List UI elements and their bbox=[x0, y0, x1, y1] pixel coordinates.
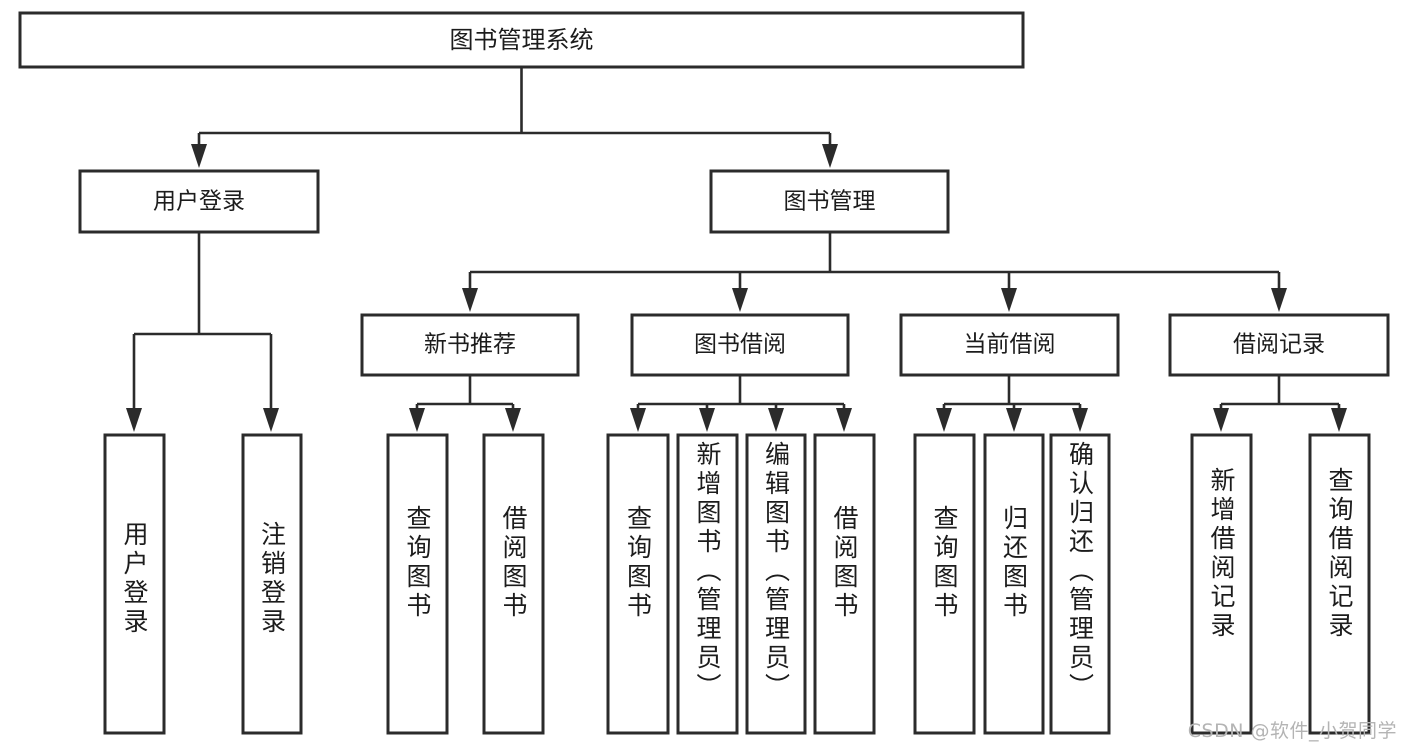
arrowhead-borrow-leaf-3 bbox=[768, 408, 784, 432]
leaf-box-query-record[interactable] bbox=[1308, 433, 1371, 735]
node-user-login-box bbox=[78, 169, 320, 234]
arrowhead-bookmgmt-to-current bbox=[1001, 288, 1017, 312]
edge-group-current-to-leaves bbox=[936, 375, 1088, 432]
node-root-box bbox=[18, 11, 1025, 69]
leaf-box-query-book-2[interactable] bbox=[606, 433, 670, 735]
leaf-box-add-record[interactable] bbox=[1190, 433, 1253, 735]
node-new-book-recommend-box bbox=[360, 313, 580, 377]
arrowhead-record-leaf-1 bbox=[1213, 408, 1229, 432]
leaf-box-query-book-1[interactable] bbox=[386, 433, 449, 735]
edge-group-root-to-level2 bbox=[191, 67, 838, 168]
node-book-management-box bbox=[709, 169, 950, 234]
arrowhead-root-to-book-mgmt bbox=[822, 144, 838, 168]
arrowhead-current-leaf-1 bbox=[936, 408, 952, 432]
arrowhead-borrow-leaf-4 bbox=[836, 408, 852, 432]
leaf-box-borrow-book-1[interactable] bbox=[482, 433, 545, 735]
arrowhead-newbook-leaf-1 bbox=[409, 408, 425, 432]
edge-group-bookmgmt-to-level3 bbox=[462, 232, 1287, 312]
node-user-login-label: 用户登录 bbox=[153, 189, 245, 215]
arrowhead-userlogin-leaf-2 bbox=[263, 408, 279, 432]
leaf-box-logout-login[interactable] bbox=[241, 433, 303, 735]
arrowhead-record-leaf-2 bbox=[1331, 408, 1347, 432]
node-book-borrow[interactable]: 图书借阅 bbox=[630, 313, 850, 377]
arrowhead-bookmgmt-to-newbook bbox=[462, 288, 478, 312]
node-book-borrow-box bbox=[630, 313, 850, 377]
edge-group-userlogin-to-leaves bbox=[126, 232, 279, 432]
node-root-label: 图书管理系统 bbox=[450, 26, 594, 54]
arrowhead-current-leaf-2 bbox=[1006, 408, 1022, 432]
node-borrow-record[interactable]: 借阅记录 bbox=[1168, 313, 1390, 377]
watermark: CSDN @软件_小贺同学 bbox=[1187, 720, 1397, 742]
node-root[interactable]: 图书管理系统 bbox=[18, 11, 1025, 69]
leaf-box-query-book-3[interactable] bbox=[913, 433, 976, 735]
leaf-box-group bbox=[103, 433, 1371, 735]
arrowhead-borrow-leaf-2 bbox=[699, 408, 715, 432]
leaf-box-add-book[interactable] bbox=[676, 433, 739, 735]
arrowhead-current-leaf-3 bbox=[1072, 408, 1088, 432]
leaf-box-return-book[interactable] bbox=[983, 433, 1045, 735]
edge-group-borrow-to-leaves bbox=[630, 375, 852, 432]
node-borrow-record-label: 借阅记录 bbox=[1233, 332, 1325, 358]
edge-group-record-to-leaves bbox=[1213, 375, 1347, 432]
node-current-borrow-box bbox=[899, 313, 1120, 377]
node-borrow-record-box bbox=[1168, 313, 1390, 377]
node-book-management-label: 图书管理 bbox=[784, 189, 876, 215]
node-current-borrow[interactable]: 当前借阅 bbox=[899, 313, 1120, 377]
leaf-box-confirm-return[interactable] bbox=[1049, 433, 1111, 735]
node-new-book-recommend[interactable]: 新书推荐 bbox=[360, 313, 580, 377]
node-new-book-recommend-label: 新书推荐 bbox=[424, 332, 516, 358]
node-current-borrow-label: 当前借阅 bbox=[964, 332, 1056, 358]
edge-group-newbook-to-leaves bbox=[409, 375, 521, 432]
arrowhead-borrow-leaf-1 bbox=[630, 408, 646, 432]
node-book-management[interactable]: 图书管理 bbox=[709, 169, 950, 234]
leaf-box-borrow-book-2[interactable] bbox=[813, 433, 876, 735]
arrowhead-bookmgmt-to-borrow bbox=[732, 288, 748, 312]
arrowhead-root-to-user-login bbox=[191, 144, 207, 168]
node-user-login[interactable]: 用户登录 bbox=[78, 169, 320, 234]
arrowhead-userlogin-leaf-1 bbox=[126, 408, 142, 432]
arrowhead-bookmgmt-to-record bbox=[1271, 288, 1287, 312]
leaf-box-user-login[interactable] bbox=[103, 433, 166, 735]
arrowhead-newbook-leaf-2 bbox=[505, 408, 521, 432]
node-book-borrow-label: 图书借阅 bbox=[694, 332, 786, 358]
leaf-box-edit-book[interactable] bbox=[745, 433, 807, 735]
